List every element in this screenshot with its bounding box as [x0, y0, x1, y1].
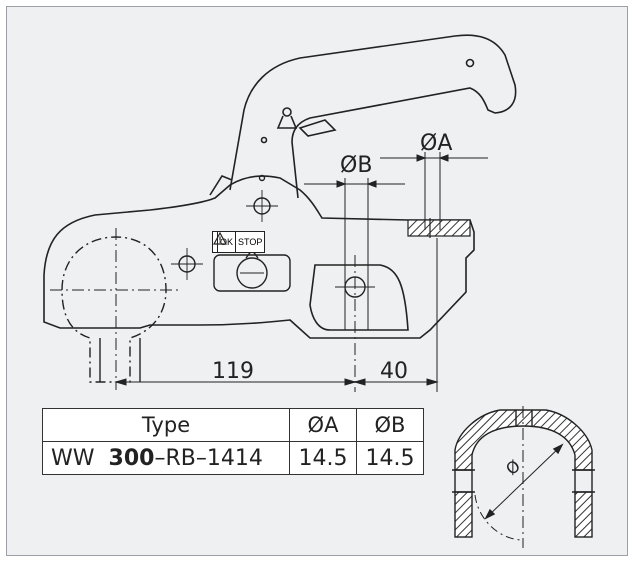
- handle-lever: [209, 34, 517, 199]
- table-row: WW 300–RB–1414 14.5 14.5: [42, 441, 424, 475]
- section-dia-label: Ø: [502, 456, 524, 479]
- type-prefix: WW: [51, 445, 95, 471]
- dimension-dia-a: [380, 152, 488, 230]
- coupling-body: [43, 175, 475, 339]
- dimension-dia-b: [304, 178, 405, 330]
- header-type: Type: [42, 408, 290, 442]
- dia-a-label: ØA: [420, 131, 452, 156]
- ball-socket: [50, 228, 180, 390]
- cell-dia-a: 14.5: [289, 441, 357, 475]
- cell-dia-b: 14.5: [356, 441, 424, 475]
- warning-sign: OK STOP: [212, 231, 266, 253]
- bolt-holes: [171, 174, 375, 298]
- table-header-row: Type ØA ØB: [42, 408, 424, 442]
- cross-section-view: [452, 406, 595, 548]
- dimension-119: [114, 378, 357, 386]
- cell-type: WW 300–RB–1414: [42, 441, 290, 475]
- spec-table: Type ØA ØB WW 300–RB–1414 14.5 14.5: [42, 408, 424, 475]
- length-40-label: 40: [380, 359, 408, 384]
- warning-triangle-icon: [213, 232, 227, 252]
- hatched-section-top: [407, 219, 471, 237]
- dimension-40: [353, 378, 439, 386]
- header-dia-a: ØA: [289, 408, 357, 442]
- length-119-label: 119: [212, 359, 254, 384]
- dia-b-label: ØB: [340, 153, 372, 178]
- sign-stop-label: STOP: [238, 237, 263, 247]
- wear-indicator: [213, 248, 291, 292]
- sign-ok-label: OK: [218, 232, 237, 252]
- type-suffix: –RB–1414: [154, 445, 263, 471]
- type-model: 300: [108, 445, 155, 471]
- header-dia-b: ØB: [356, 408, 424, 442]
